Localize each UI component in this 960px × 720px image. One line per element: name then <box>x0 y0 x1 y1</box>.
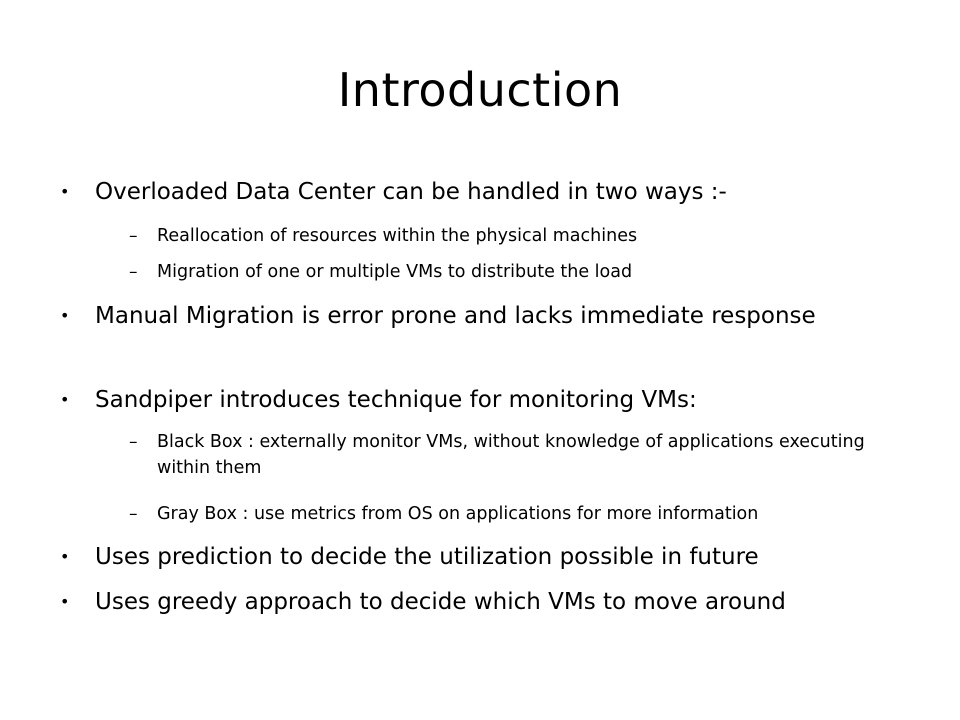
bullet-text: Overloaded Data Center can be handled in… <box>95 179 727 205</box>
bullet-text: Uses prediction to decide the utilizatio… <box>95 544 759 570</box>
bullet-text: Uses greedy approach to decide which VMs… <box>95 589 786 615</box>
bullet-item-4: • Uses prediction to decide the utilizat… <box>60 541 915 573</box>
bullet-item-2: • Manual Migration is error prone and la… <box>60 300 915 332</box>
sub-bullet-item-2: – Migration of one or multiple VMs to di… <box>129 259 917 285</box>
sub-bullet-text: Reallocation of resources within the phy… <box>157 226 638 246</box>
sub-bullet-item-4: – Gray Box : use metrics from OS on appl… <box>129 501 917 527</box>
sub-bullet-text: Gray Box : use metrics from OS on applic… <box>157 504 759 524</box>
bullet-marker: • <box>60 592 70 611</box>
bullet-item-5: • Uses greedy approach to decide which V… <box>60 586 915 618</box>
dash-marker: – <box>129 432 138 452</box>
bullet-marker: • <box>60 182 70 201</box>
slide-title: Introduction <box>337 63 623 117</box>
dash-marker: – <box>129 226 138 246</box>
bullet-item-3: • Sandpiper introduces technique for mon… <box>60 384 915 416</box>
sub-bullet-text: Migration of one or multiple VMs to dist… <box>157 262 633 282</box>
sub-bullet-item-1: – Reallocation of resources within the p… <box>129 223 917 249</box>
bullet-text: Sandpiper introduces technique for monit… <box>95 387 697 413</box>
dash-marker: – <box>129 262 138 282</box>
bullet-marker: • <box>60 547 70 566</box>
bullet-text: Manual Migration is error prone and lack… <box>95 303 816 329</box>
bullet-marker: • <box>60 390 70 409</box>
dash-marker: – <box>129 504 138 524</box>
sub-bullet-text: Black Box : externally monitor VMs, with… <box>157 432 865 478</box>
sub-bullet-item-3: – Black Box : externally monitor VMs, wi… <box>129 429 917 481</box>
bullet-marker: • <box>60 306 70 325</box>
bullet-item-1: • Overloaded Data Center can be handled … <box>60 176 915 208</box>
